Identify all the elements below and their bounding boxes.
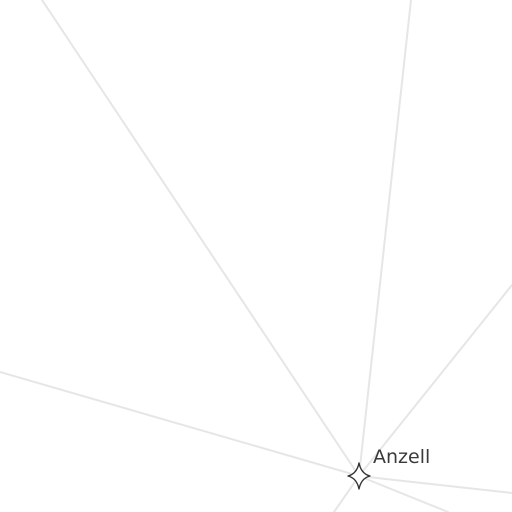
- road-west: [0, 371, 360, 477]
- road-northwest: [41, 0, 360, 477]
- road-southeast: [358, 475, 449, 512]
- road-northeast: [358, 284, 512, 477]
- road-north: [358, 0, 412, 477]
- sparkle-star-icon[interactable]: [347, 462, 371, 490]
- place-label-anzell[interactable]: Anzell: [373, 446, 431, 468]
- road-southwest: [333, 475, 360, 512]
- road-east: [358, 475, 512, 494]
